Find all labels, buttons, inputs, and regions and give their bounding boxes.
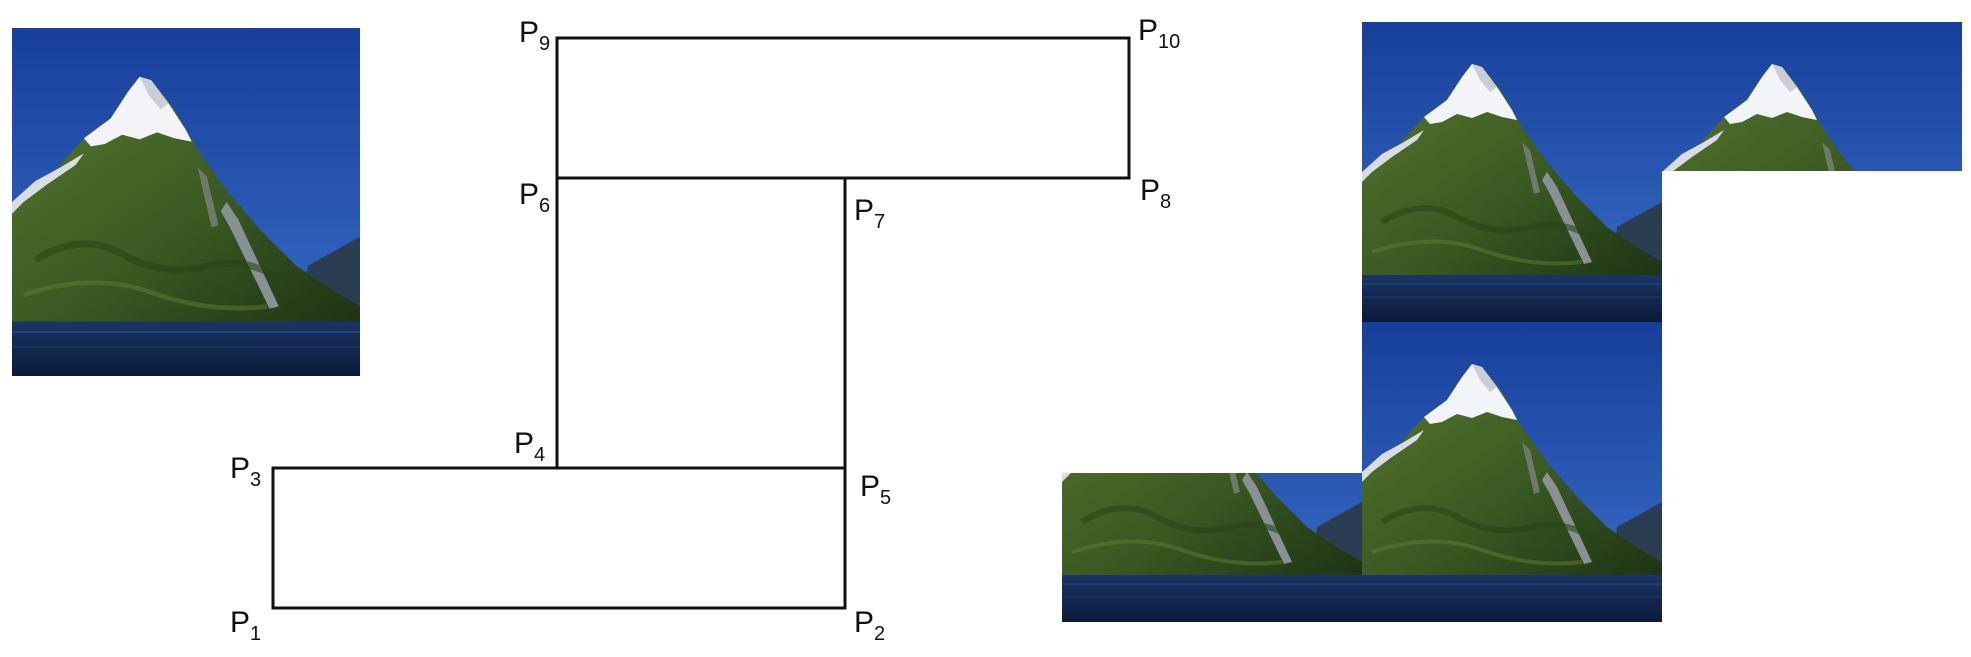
point-label-5: P5 xyxy=(860,470,891,509)
bottom-rectangle xyxy=(271,466,847,610)
mountain-lake-tile-icon xyxy=(1062,322,1362,622)
point-label-9: P9 xyxy=(519,16,550,55)
point-label-3: P3 xyxy=(230,452,261,491)
point-labels: P1 P2 P3 P4 P5 P6 P7 P8 P9 P10 xyxy=(230,14,1180,645)
point-label-6: P6 xyxy=(519,178,550,217)
point-label-2: P2 xyxy=(854,606,885,645)
point-label-8: P8 xyxy=(1140,174,1171,213)
point-label-10: P10 xyxy=(1138,14,1180,53)
point-label-1: P1 xyxy=(230,606,261,645)
top-rectangle xyxy=(555,36,1131,180)
tiled-result xyxy=(1062,22,1962,622)
point-label-7: P7 xyxy=(854,194,885,233)
mountain-lake-tile-icon xyxy=(1362,22,1662,322)
mountain-lake-tile-icon xyxy=(1362,322,1662,622)
mountain-lake-photo-icon xyxy=(12,28,360,376)
point-label-4: P4 xyxy=(514,427,545,466)
mountain-lake-tile-icon xyxy=(1662,22,1962,322)
outline-diagram xyxy=(271,36,1131,610)
